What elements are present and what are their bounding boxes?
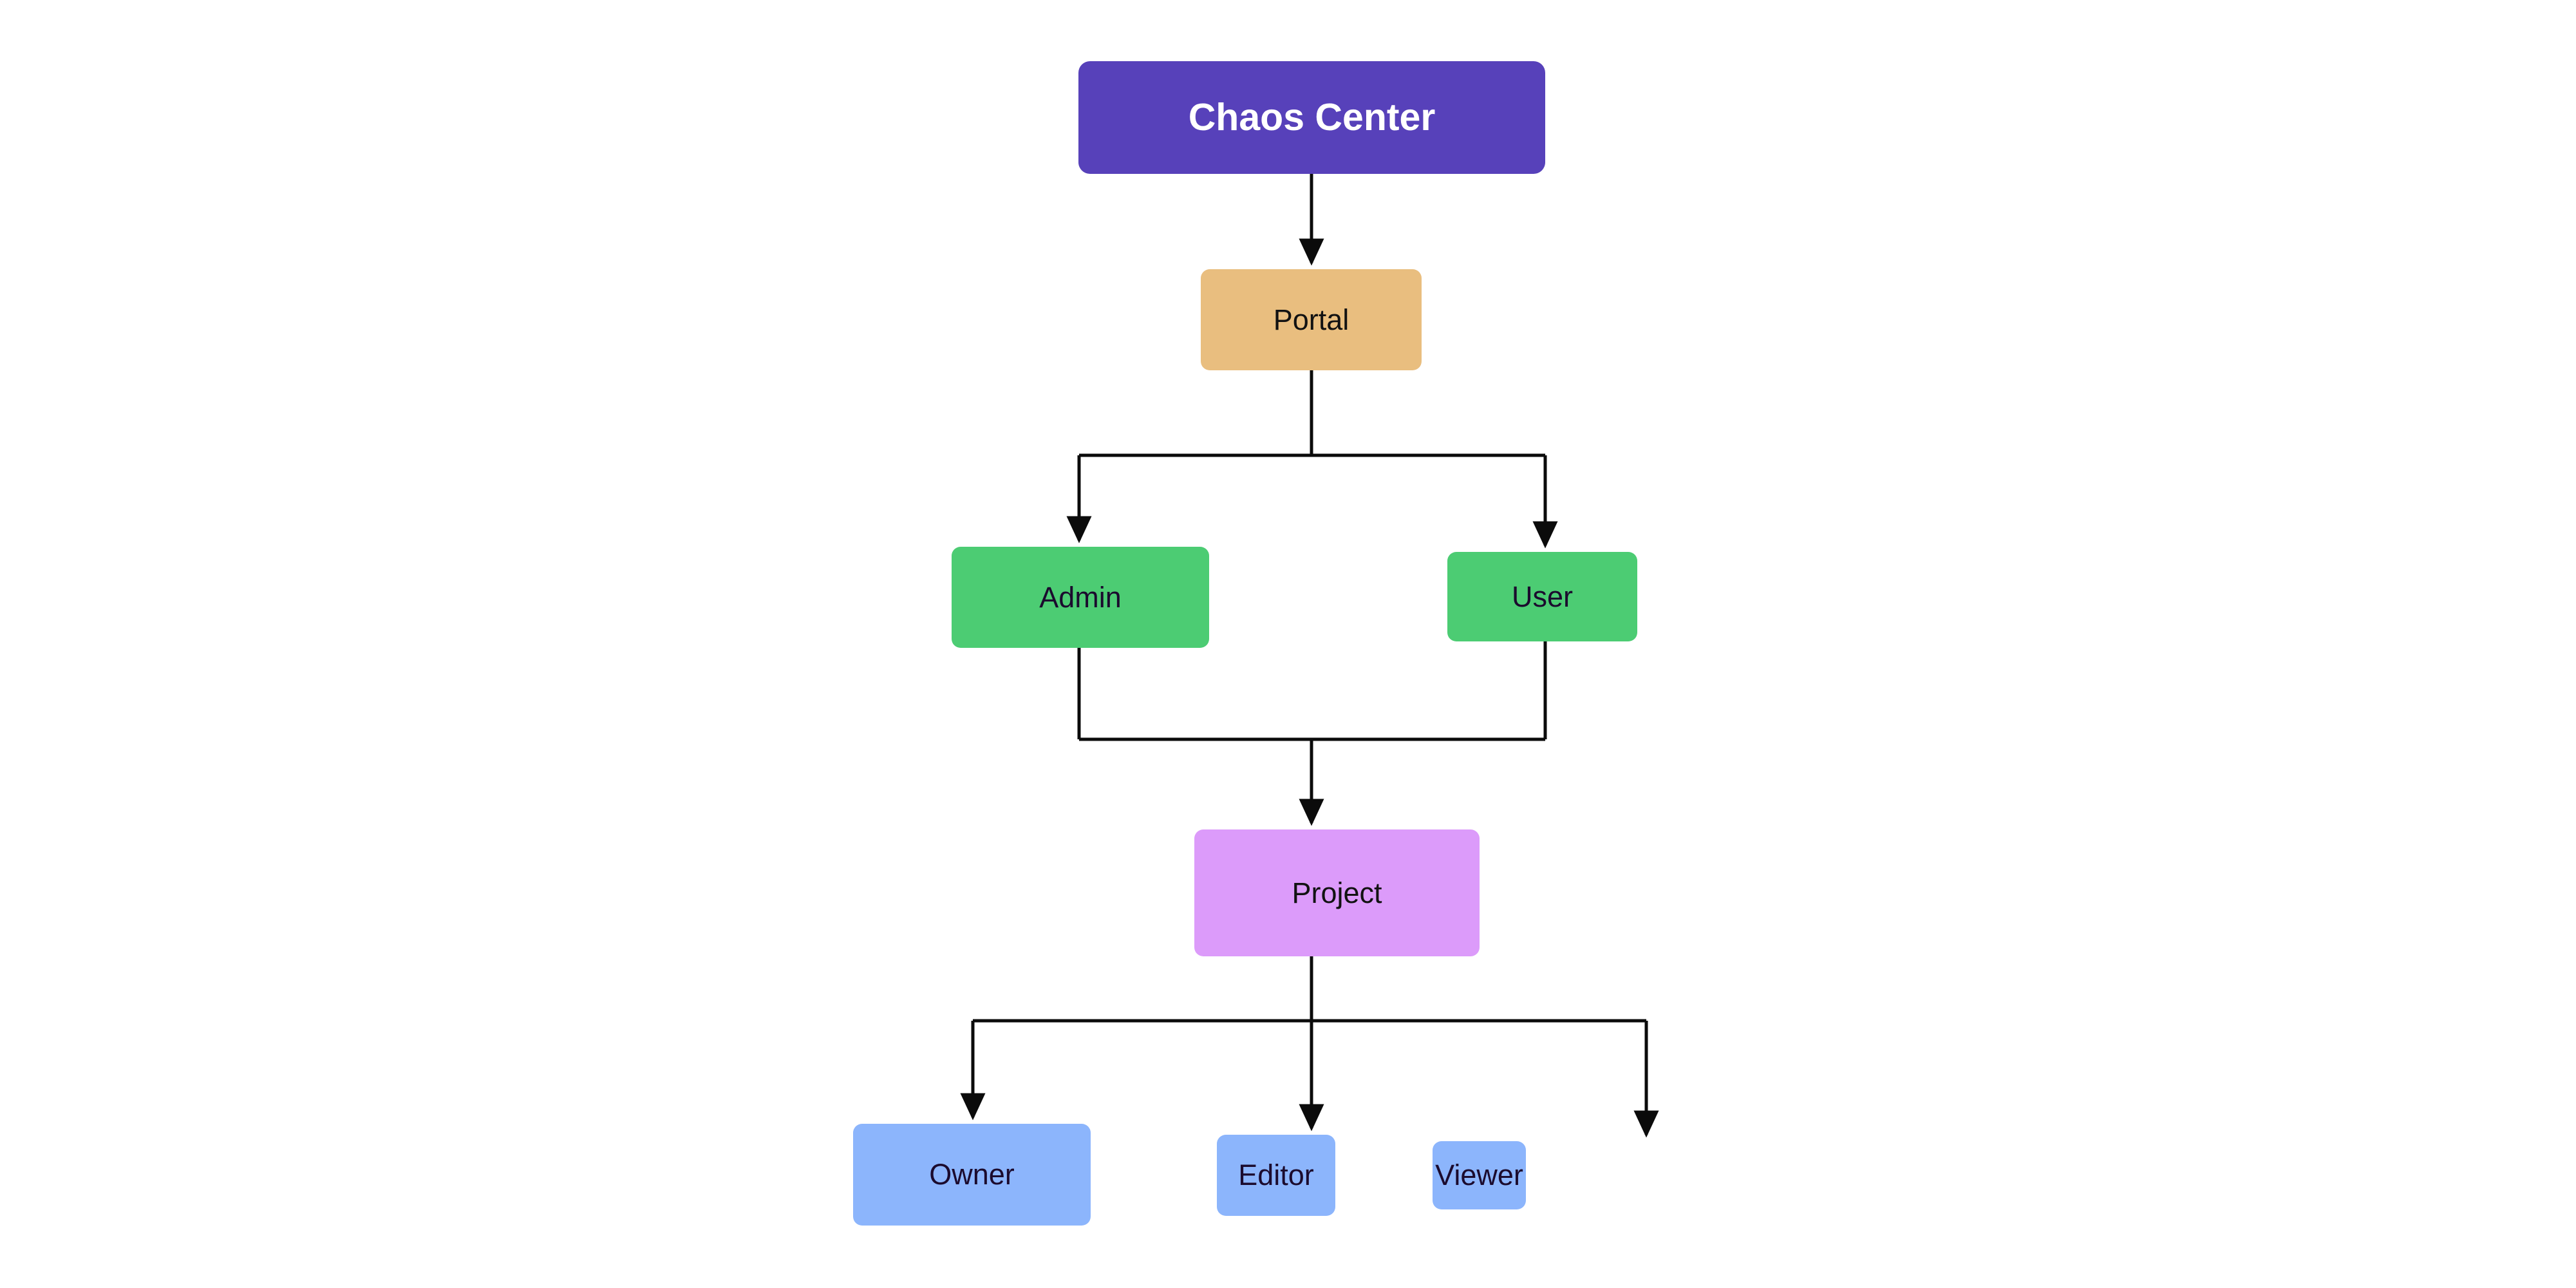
node-owner-label: Owner bbox=[929, 1158, 1015, 1191]
node-editor-label: Editor bbox=[1238, 1159, 1314, 1192]
node-project[interactable]: Project bbox=[1194, 829, 1480, 956]
node-admin[interactable]: Admin bbox=[952, 547, 1209, 648]
node-editor[interactable]: Editor bbox=[1217, 1135, 1335, 1216]
node-project-label: Project bbox=[1292, 876, 1382, 909]
node-viewer-label: Viewer bbox=[1435, 1159, 1523, 1192]
node-chaos-center[interactable]: Chaos Center bbox=[1078, 61, 1545, 174]
node-portal-label: Portal bbox=[1273, 303, 1349, 336]
node-admin-label: Admin bbox=[1039, 580, 1122, 614]
node-owner[interactable]: Owner bbox=[853, 1124, 1091, 1226]
node-user[interactable]: User bbox=[1447, 552, 1637, 641]
node-user-label: User bbox=[1511, 580, 1573, 613]
node-viewer[interactable]: Viewer bbox=[1433, 1141, 1526, 1209]
node-chaos-center-label: Chaos Center bbox=[1188, 96, 1436, 139]
node-portal[interactable]: Portal bbox=[1201, 269, 1422, 370]
